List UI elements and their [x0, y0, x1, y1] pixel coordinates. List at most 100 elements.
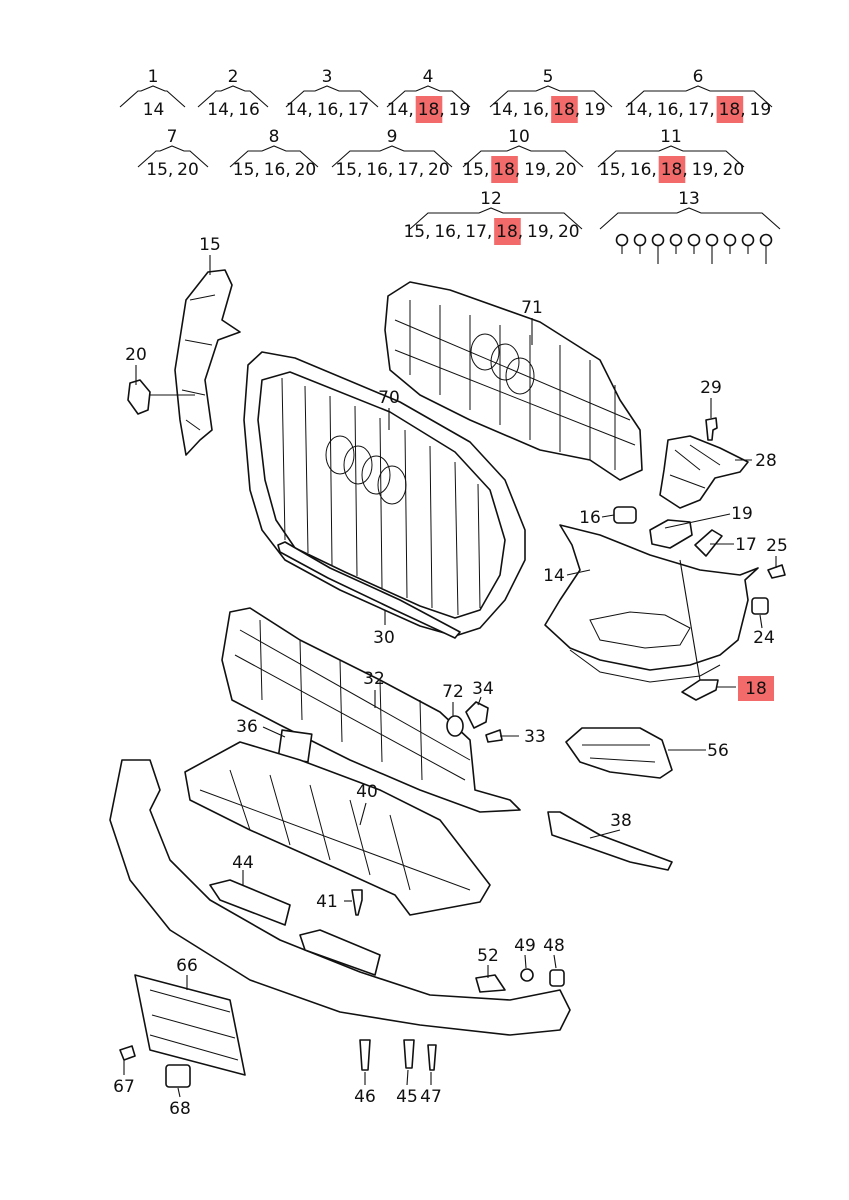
legend-ref: 16,: [264, 160, 291, 180]
fastener-icon: [687, 233, 701, 247]
callout-56: 56: [707, 741, 729, 761]
callout-48: 48: [543, 936, 565, 956]
legend-number: 6: [693, 67, 704, 87]
legend-number: 1: [148, 67, 159, 87]
legend-item-5: 5 14,16,18,19: [489, 67, 613, 123]
legend-ref: 14,: [626, 100, 653, 120]
callout-32: 32: [363, 669, 385, 689]
legend-ref: 16,: [366, 160, 393, 180]
fastener-icon: [651, 233, 665, 247]
legend-ref: 15,: [146, 160, 173, 180]
legend-item-8: 815,16,20: [229, 127, 319, 180]
callout-46: 46: [354, 1087, 376, 1107]
legend-item-4: 414,18,19: [386, 67, 471, 123]
legend-ref: 19,: [692, 160, 719, 180]
legend-ref: 15,: [599, 160, 626, 180]
legend-number: 9: [387, 127, 398, 147]
legend-number: 13: [678, 189, 700, 209]
legend-ref: 20: [723, 160, 745, 180]
fastener-icon: [741, 233, 755, 247]
part-34-grommet: [465, 701, 489, 729]
part-29-screw: [705, 417, 718, 441]
legend-number: 8: [269, 127, 280, 147]
part-17-cap: [694, 529, 723, 557]
callout-66: 66: [176, 956, 198, 976]
callout-47: 47: [420, 1087, 442, 1107]
legend-ref: 18,: [719, 100, 746, 120]
callout-33: 33: [524, 727, 546, 747]
callout-40: 40: [356, 782, 378, 802]
part-66-plate-mount: [134, 974, 246, 1076]
legend: 114214,16314,16,17414,18,19514,16,18,196…: [119, 67, 781, 264]
legend-ref: 16,: [522, 100, 549, 120]
callout-17: 17: [735, 535, 757, 555]
callout-labels: 15 20 71 70 29 28 16 19 17 25 14 24 18 3…: [113, 235, 788, 1119]
legend-item-2: 214,16: [197, 67, 269, 120]
callout-72: 72: [442, 682, 464, 702]
callout-30: 30: [373, 628, 395, 648]
callout-41: 41: [316, 892, 338, 912]
legend-ref: 20: [295, 160, 317, 180]
legend-ref: 18,: [661, 160, 688, 180]
callout-44: 44: [232, 853, 254, 873]
legend-number: 11: [660, 127, 682, 147]
part-71-carrier: [384, 281, 643, 481]
callout-71: 71: [521, 298, 543, 318]
legend-item-1: 114: [119, 67, 186, 120]
callout-34: 34: [472, 679, 494, 699]
fastener-icons: [615, 233, 773, 264]
highlight-box: [491, 156, 518, 183]
legend-ref: 15,: [403, 222, 430, 242]
part-15-bracket: [174, 269, 241, 456]
callout-52: 52: [477, 946, 499, 966]
part-24-clip: [751, 597, 769, 615]
part-19-cover: [649, 519, 693, 549]
part-14-bumper: [544, 524, 759, 671]
fastener-icon: [723, 233, 737, 247]
legend-ref: 14,: [286, 100, 313, 120]
legend-number: 3: [322, 67, 333, 87]
callout-38: 38: [610, 811, 632, 831]
fastener-icon: [615, 233, 629, 247]
legend-ref: 15,: [335, 160, 362, 180]
legend-item-3: 314,16,17: [285, 67, 379, 120]
legend-number: 7: [167, 127, 178, 147]
callout-19: 19: [731, 504, 753, 524]
legend-ref: 16,: [434, 222, 461, 242]
legend-ref: 14,: [387, 100, 414, 120]
legend-ref: 16: [238, 100, 260, 120]
legend-ref: 18,: [553, 100, 580, 120]
highlight-box: [716, 96, 744, 123]
callout-20: 20: [125, 345, 147, 365]
legend-ref: 17,: [688, 100, 715, 120]
legend-item-13: 13: [599, 189, 781, 264]
leader-lines: [123, 255, 777, 1098]
callout-18: 18: [745, 679, 767, 699]
legend-ref: 17,: [397, 160, 424, 180]
fastener-icon: [705, 233, 719, 247]
callout-49: 49: [514, 936, 536, 956]
part-18-cover: [681, 679, 719, 701]
highlight-box: [551, 96, 578, 123]
legend-number: 12: [480, 189, 502, 209]
legend-ref: 19: [449, 100, 471, 120]
highlight-box: [658, 156, 686, 183]
legend-ref: 14,: [491, 100, 518, 120]
callout-16: 16: [579, 508, 601, 528]
callout-67: 67: [113, 1077, 135, 1097]
legend-number: 5: [543, 67, 554, 87]
legend-ref: 17: [348, 100, 370, 120]
legend-item-6: 614,16,17,18,19: [625, 67, 773, 123]
legend-ref: 20: [177, 160, 199, 180]
part-72-nut: [446, 715, 464, 737]
legend-ref: 18,: [418, 100, 445, 120]
fastener-icon: [759, 233, 773, 247]
legend-ref: 19,: [527, 222, 554, 242]
legend-ref: 19: [584, 100, 606, 120]
legend-item-7: 715,20: [137, 127, 209, 180]
part-38-strip: [547, 811, 673, 871]
callout-70: 70: [378, 388, 400, 408]
legend-ref: 20: [555, 160, 577, 180]
